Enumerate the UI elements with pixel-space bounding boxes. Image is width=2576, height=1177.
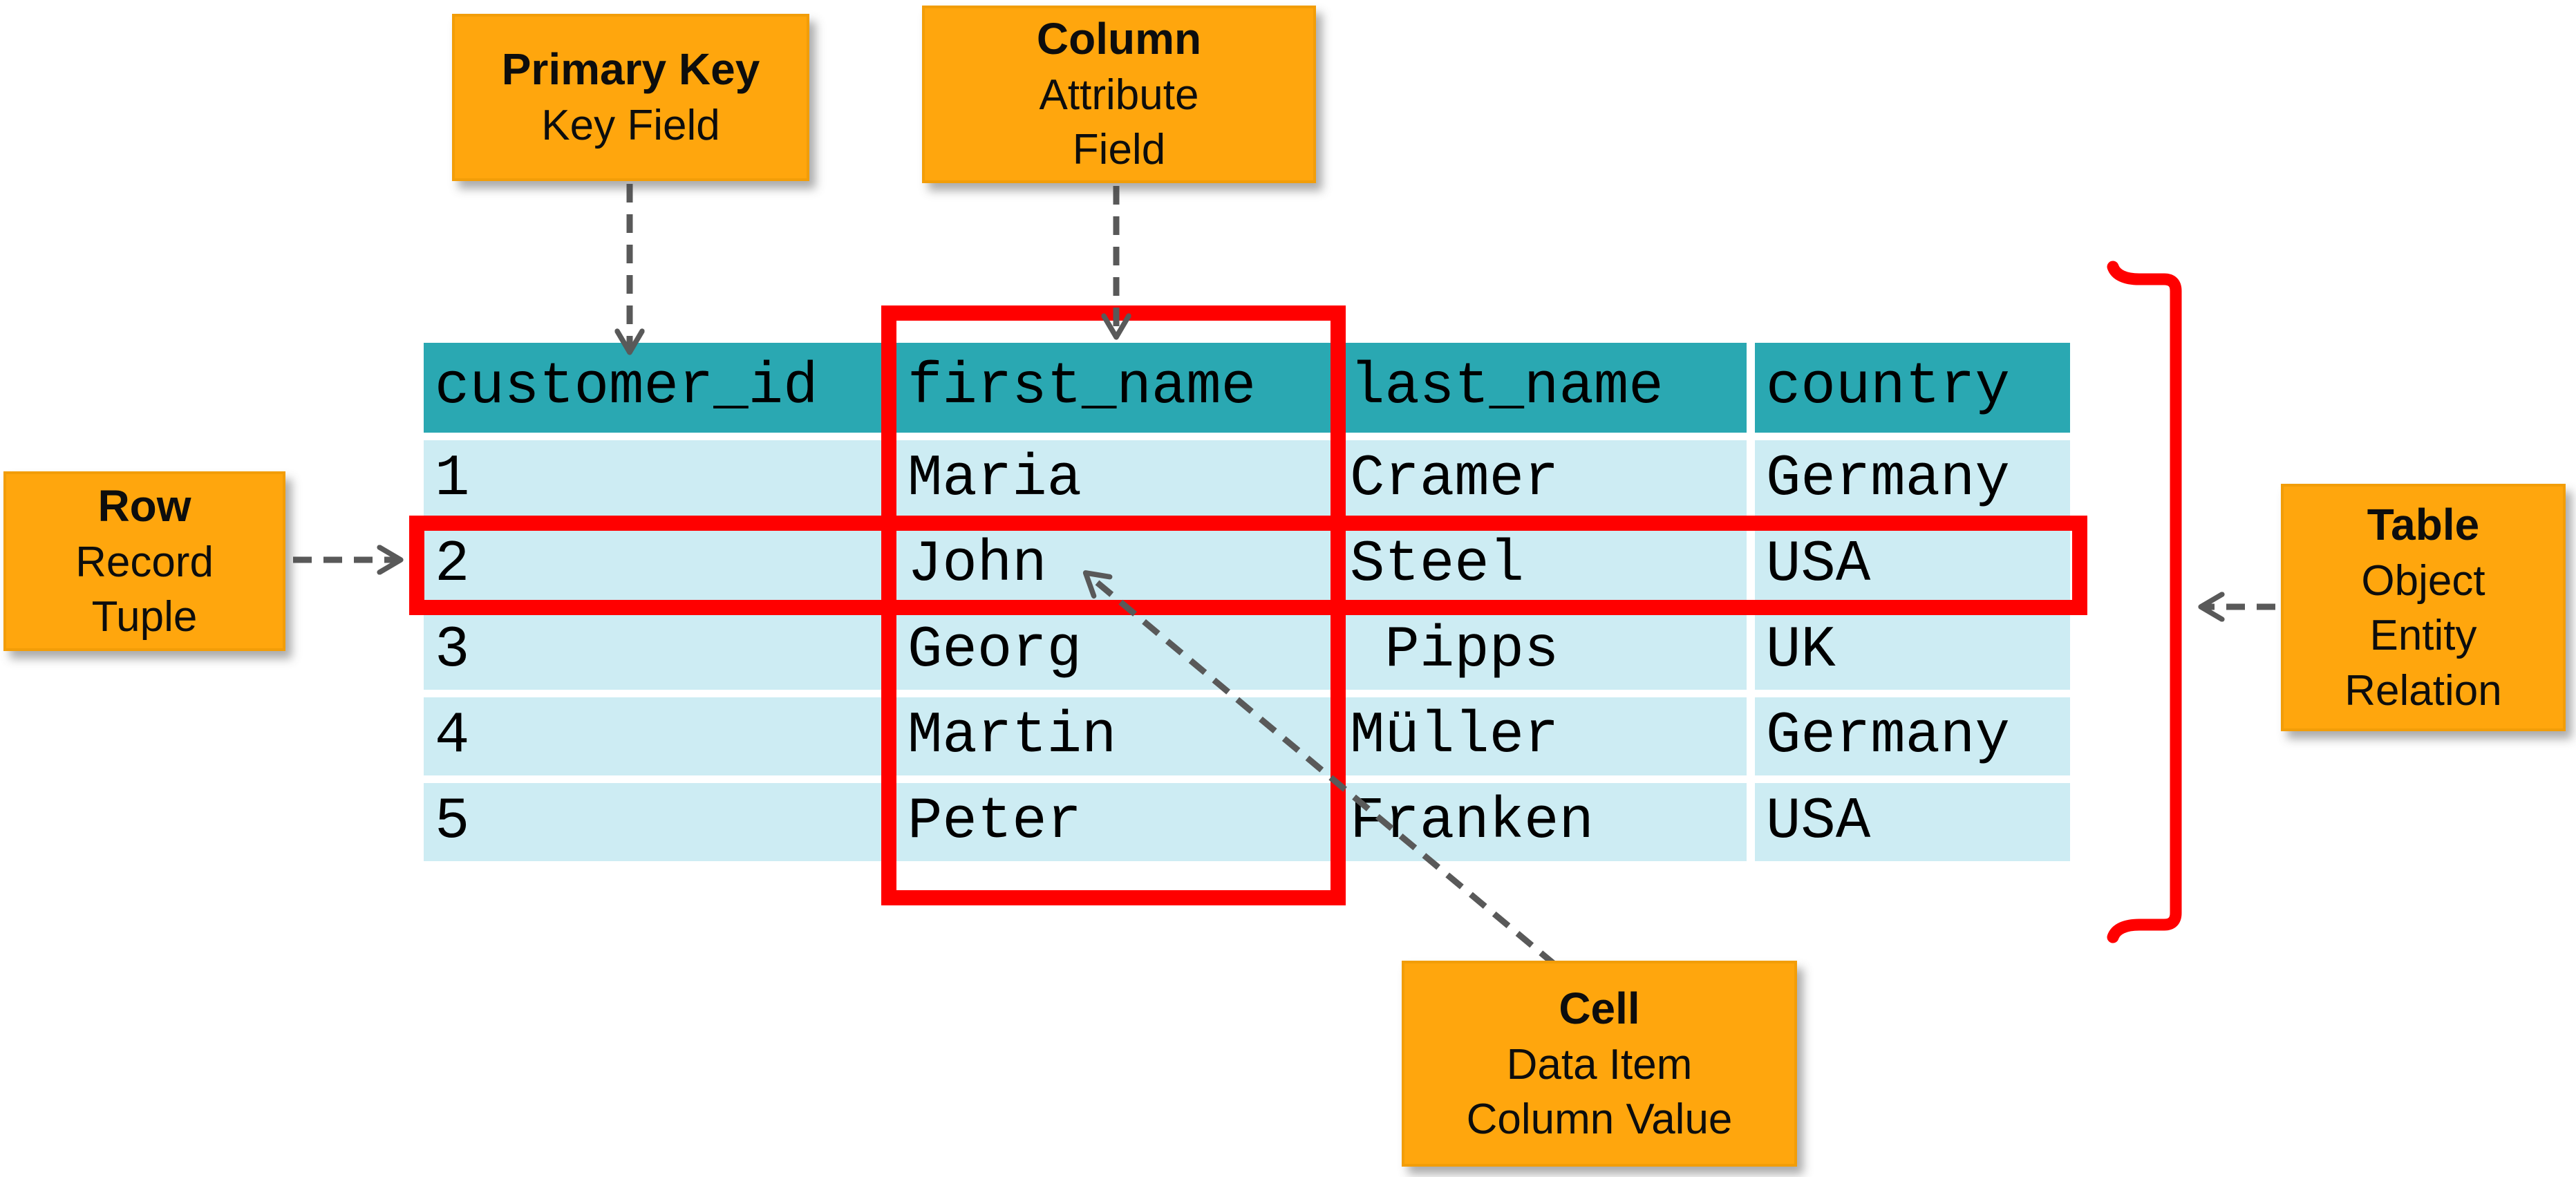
header-cell-country: country	[1755, 343, 2070, 433]
table-subtitle: Relation	[2344, 666, 2502, 715]
table-subtitle: Object	[2361, 556, 2485, 605]
cell-subtitle: Data Item	[1506, 1040, 1693, 1089]
column-title: Column	[1036, 14, 1202, 64]
table-cell: USA	[1755, 783, 2070, 861]
table-cell: 4	[424, 697, 888, 775]
row-title: Row	[97, 480, 191, 531]
primary-key-title: Primary Key	[501, 44, 760, 95]
table-cell: Franken	[1339, 783, 1747, 861]
column-subtitle: Field	[1072, 126, 1166, 174]
primary-key-subtitle: Key Field	[541, 102, 720, 150]
cell-title: Cell	[1559, 983, 1640, 1033]
table-cell: UK	[1755, 612, 2070, 690]
table-cell: 3	[424, 612, 888, 690]
table-cell: Müller	[1339, 697, 1747, 775]
row-highlight-box	[409, 516, 2087, 615]
table-cell: Pipps	[1339, 612, 1747, 690]
table-title: Table	[2367, 500, 2480, 549]
table-cell: 1	[424, 440, 888, 518]
table-cell: Germany	[1755, 697, 2070, 775]
row-label: Row Record Tuple	[3, 471, 285, 651]
column-subtitle: Attribute	[1039, 71, 1199, 120]
header-cell-first-name: first_name	[896, 343, 1331, 433]
table-cell: Maria	[896, 440, 1331, 518]
table-bracket	[2107, 261, 2182, 943]
cell-subtitle: Column Value	[1466, 1095, 1733, 1143]
cell-label: Cell Data Item Column Value	[1402, 961, 1797, 1167]
table-cell-highlighted-row: 2	[424, 526, 888, 604]
column-label: Column Attribute Field	[922, 6, 1316, 183]
table-cell: Germany	[1755, 440, 2070, 518]
header-cell-customer-id: customer_id	[424, 343, 888, 433]
table-cell: 5	[424, 783, 888, 861]
row-subtitle: Record	[75, 538, 214, 586]
header-cell-last-name: last_name	[1339, 343, 1747, 433]
table-label: Table Object Entity Relation	[2281, 484, 2566, 731]
row-subtitle: Tuple	[91, 592, 198, 641]
table-cell: Cramer	[1339, 440, 1747, 518]
primary-key-label: Primary Key Key Field	[452, 14, 809, 181]
table-subtitle: Entity	[2369, 612, 2477, 660]
table-cell-highlighted-row: USA	[1755, 526, 2070, 604]
